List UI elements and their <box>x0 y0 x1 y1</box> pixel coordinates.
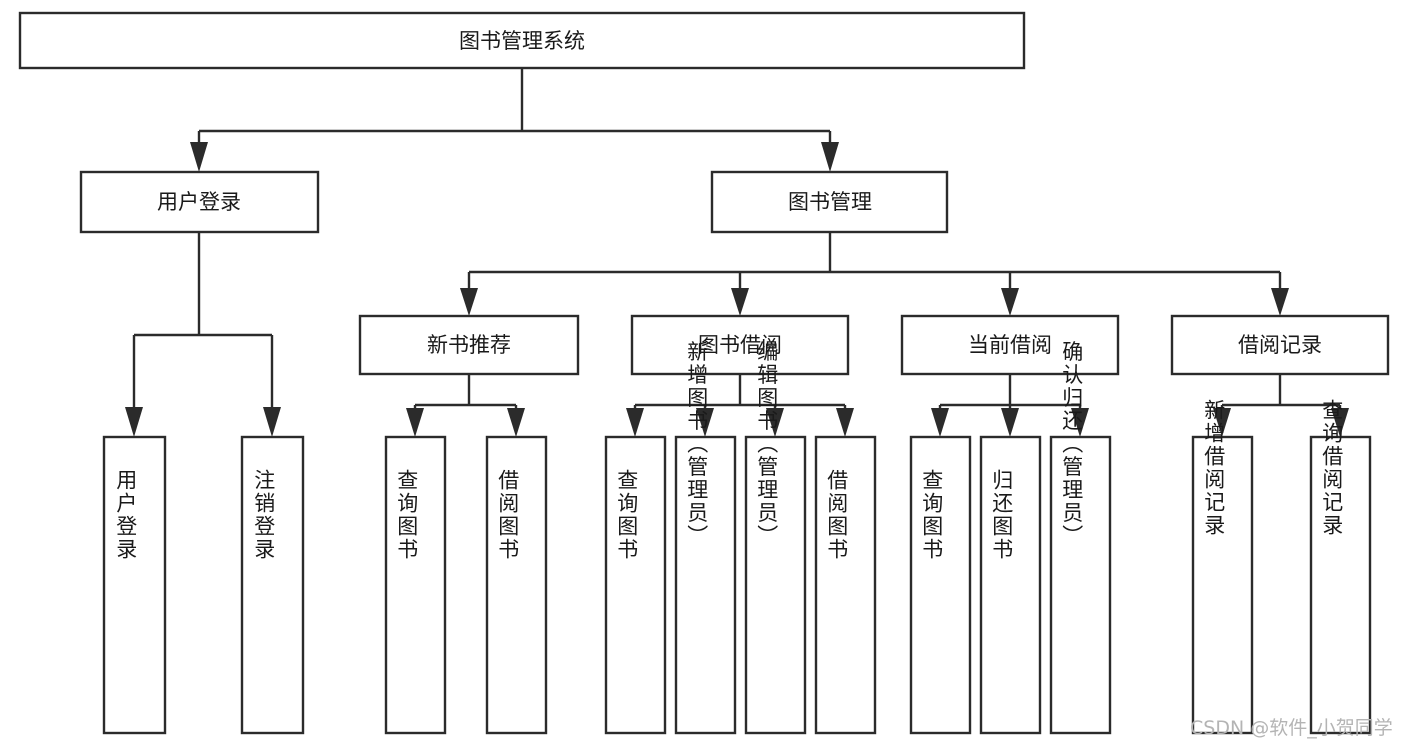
node-new-book-recommend-box[interactable] <box>358 314 580 376</box>
node-leaf-edit-book-box[interactable] <box>744 435 807 735</box>
node-borrow-record[interactable]: 借阅记录 <box>1170 314 1390 376</box>
node-book-borrow-box[interactable] <box>630 314 850 376</box>
arrow-icon-leaf-add-book <box>696 408 714 437</box>
node-leaf-edit-book-label: 编辑图书（管理员） <box>755 341 779 548</box>
node-leaf-logout-login-box[interactable] <box>240 435 305 735</box>
arrow-icon-leaf-query-book-2 <box>626 408 644 437</box>
arrow-icon-leaf-edit-book <box>766 408 784 437</box>
node-book-management-label: 图书管理 <box>788 190 872 214</box>
arrow-icon-leaf-borrow-book-2 <box>836 408 854 437</box>
node-leaf-return-book-box[interactable] <box>979 435 1042 735</box>
connector-layer <box>125 68 1349 437</box>
node-leaf-borrow-book-2[interactable]: 借阅图书 <box>814 435 877 735</box>
node-leaf-query-book-3-box[interactable] <box>909 435 972 735</box>
arrow-icon-leaf-query-book-3 <box>931 408 949 437</box>
node-leaf-add-book-box[interactable] <box>674 435 737 735</box>
node-leaf-query-book-1-box[interactable] <box>384 435 447 735</box>
node-leaf-borrow-book-1-label: 借阅图书 <box>496 469 520 561</box>
node-leaf-user-login-label: 用户登录 <box>114 469 138 561</box>
node-user-login-box[interactable] <box>79 170 320 234</box>
node-leaf-add-record-box[interactable] <box>1191 435 1254 735</box>
node-leaf-confirm-return-box[interactable] <box>1049 435 1112 735</box>
node-borrow-record-box[interactable] <box>1170 314 1390 376</box>
node-new-book-recommend[interactable]: 新书推荐 <box>358 314 580 376</box>
node-leaf-query-book-3[interactable]: 查询图书 <box>909 435 972 735</box>
node-leaf-query-book-1[interactable]: 查询图书 <box>384 435 447 735</box>
arrow-icon-new-book-recommend <box>460 288 478 316</box>
arrow-icon-leaf-user-login <box>125 407 143 437</box>
node-leaf-borrow-book-1[interactable]: 借阅图书 <box>485 435 548 735</box>
node-new-book-recommend-label: 新书推荐 <box>427 333 511 357</box>
node-leaf-edit-book[interactable]: 编辑图书（管理员） <box>744 341 807 735</box>
arrow-icon-user-login <box>190 142 208 172</box>
node-root-box[interactable] <box>18 11 1026 70</box>
node-borrow-record-label: 借阅记录 <box>1238 333 1322 357</box>
node-user-login-label: 用户登录 <box>157 190 241 214</box>
node-leaf-borrow-book-2-label: 借阅图书 <box>825 469 849 561</box>
node-leaf-borrow-book-2-box[interactable] <box>814 435 877 735</box>
node-leaf-logout-login[interactable]: 注销登录 <box>240 435 305 735</box>
node-leaf-add-book-label: 新增图书（管理员） <box>685 341 709 548</box>
node-leaf-user-login-box[interactable] <box>102 435 167 735</box>
node-book-management-box[interactable] <box>710 170 949 234</box>
arrow-icon-leaf-confirm-return <box>1071 408 1089 437</box>
arrow-icon-leaf-logout-login <box>263 407 281 437</box>
node-leaf-query-book-1-label: 查询图书 <box>395 469 419 561</box>
node-leaf-add-book[interactable]: 新增图书（管理员） <box>674 341 737 735</box>
arrow-icon-current-borrow <box>1001 288 1019 316</box>
arrow-icon-leaf-query-record <box>1331 408 1349 437</box>
node-current-borrow[interactable]: 当前借阅 <box>900 314 1120 376</box>
node-leaf-user-login[interactable]: 用户登录 <box>102 435 167 735</box>
arrow-icon-book-borrow <box>731 288 749 316</box>
node-leaf-confirm-return-label: 确认归还（管理员） <box>1060 341 1084 548</box>
node-leaf-query-book-2[interactable]: 查询图书 <box>604 435 667 735</box>
node-leaf-return-book-label: 归还图书 <box>990 469 1014 561</box>
arrow-icon-leaf-add-record <box>1213 408 1231 437</box>
node-current-borrow-label: 当前借阅 <box>968 333 1052 357</box>
node-leaf-query-record-box[interactable] <box>1309 435 1372 735</box>
arrow-icon-leaf-query-book-1 <box>406 408 424 437</box>
node-root-label: 图书管理系统 <box>459 29 585 53</box>
node-leaf-confirm-return[interactable]: 确认归还（管理员） <box>1049 341 1112 735</box>
node-root[interactable]: 图书管理系统 <box>18 11 1026 70</box>
node-leaf-return-book[interactable]: 归还图书 <box>979 435 1042 735</box>
node-current-borrow-box[interactable] <box>900 314 1120 376</box>
arrow-icon-leaf-borrow-book-1 <box>507 408 525 437</box>
node-leaf-add-record[interactable]: 新增借阅记录 <box>1191 399 1254 735</box>
node-book-management[interactable]: 图书管理 <box>710 170 949 234</box>
node-book-borrow-label: 图书借阅 <box>698 333 782 357</box>
node-user-login[interactable]: 用户登录 <box>79 170 320 234</box>
node-leaf-query-book-3-label: 查询图书 <box>920 469 944 561</box>
node-leaf-borrow-book-1-box[interactable] <box>485 435 548 735</box>
node-leaf-add-record-label: 新增借阅记录 <box>1202 399 1226 537</box>
node-leaf-query-record[interactable]: 查询借阅记录 <box>1309 399 1372 735</box>
node-leaf-query-book-2-box[interactable] <box>604 435 667 735</box>
arrow-icon-borrow-record <box>1271 288 1289 316</box>
node-leaf-query-record-label: 查询借阅记录 <box>1320 399 1344 537</box>
arrow-icon-book-management <box>821 142 839 172</box>
node-book-borrow[interactable]: 图书借阅 <box>630 314 850 376</box>
node-leaf-logout-login-label: 注销登录 <box>252 469 276 561</box>
arrow-icon-leaf-return-book <box>1001 408 1019 437</box>
node-leaf-query-book-2-label: 查询图书 <box>615 469 639 561</box>
